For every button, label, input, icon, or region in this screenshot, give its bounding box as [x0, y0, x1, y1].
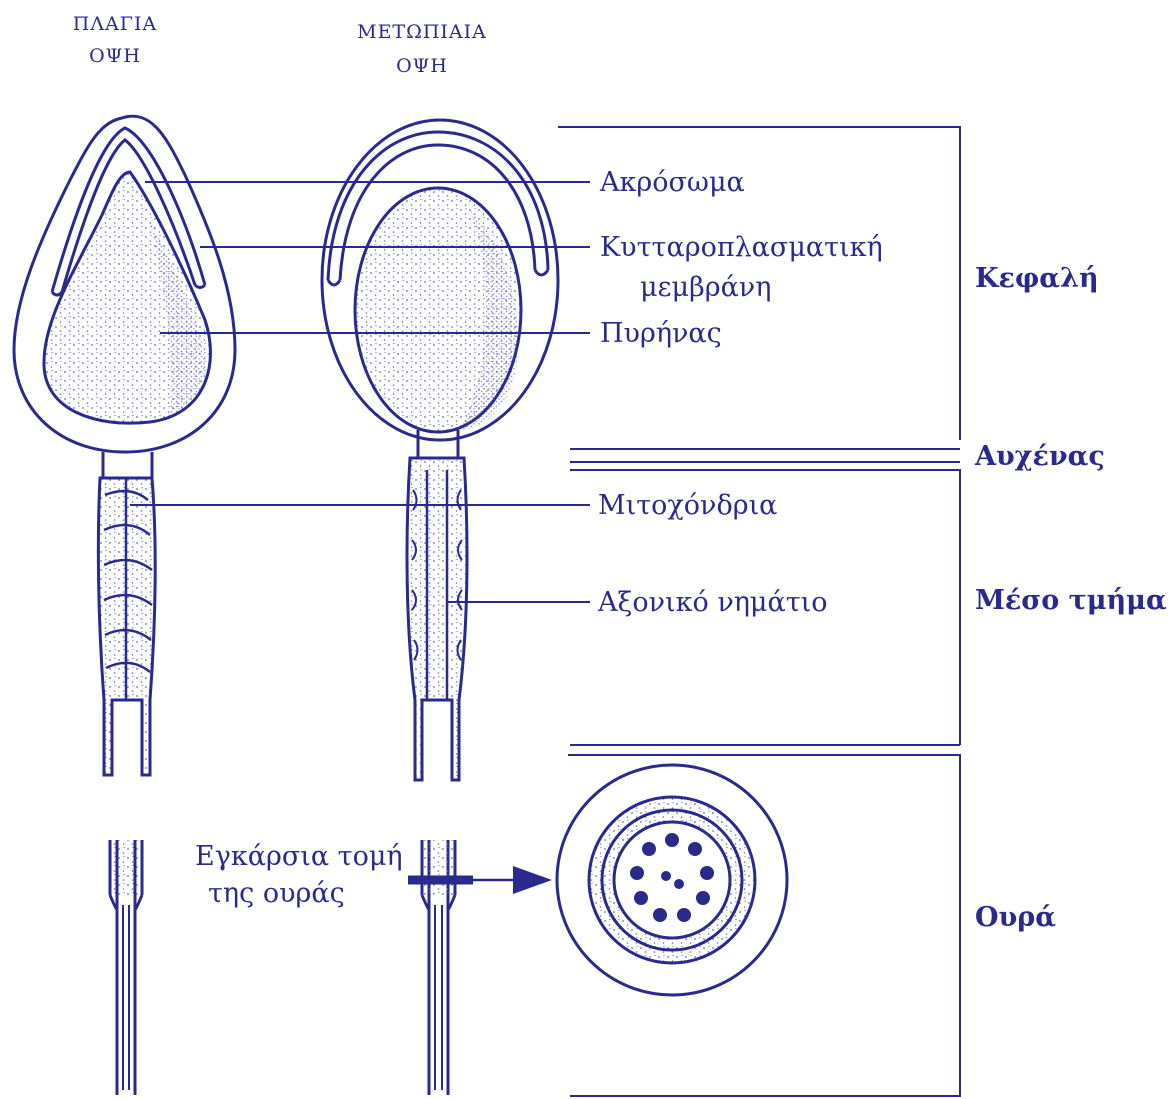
- frontal-view-title: ΜΕΤΩΠΙΑΙΑ ΟΨΗ: [357, 21, 487, 77]
- lateral-view-sperm: [14, 116, 235, 1095]
- mitochondria-label: Μιτοχόνδρια: [598, 490, 777, 521]
- neck-region-label: Αυχένας: [974, 441, 1105, 472]
- cross-section-label-line2: της ουράς: [208, 878, 345, 909]
- lateral-view-title-line1: ΠΛΑΓΙΑ: [73, 13, 157, 35]
- membrane-label-line2: μεμβράνη: [640, 272, 771, 303]
- region-labels: Κεφαλή Αυχένας Μέσο τμήμα Ουρά: [974, 263, 1167, 933]
- arrowhead-icon: [513, 866, 552, 894]
- axoneme-label: Αξονικό νημάτιο: [597, 587, 828, 618]
- nucleus-label: Πυρήνας: [600, 318, 722, 349]
- cross-section-label-line1: Εγκάρσια τομή: [195, 841, 403, 872]
- tail-region-label: Ουρά: [975, 902, 1056, 933]
- acrosome-label: Ακρόσωμα: [599, 167, 745, 198]
- membrane-label-line1: Κυτταροπλασματική: [600, 232, 883, 263]
- head-region-label: Κεφαλή: [975, 263, 1099, 294]
- midpiece-region-label: Μέσο τμήμα: [975, 585, 1167, 616]
- lateral-view-title: ΠΛΑΓΙΑ ΟΨΗ: [73, 13, 157, 67]
- tail-cross-section: [557, 765, 787, 995]
- part-labels: Ακρόσωμα Κυτταροπλασματική μεμβράνη Πυρή…: [195, 167, 883, 909]
- frontal-view-sperm: [322, 120, 558, 1095]
- frontal-view-title-line1: ΜΕΤΩΠΙΑΙΑ: [357, 21, 487, 43]
- neck-bracket: [570, 449, 960, 462]
- lateral-view-title-line2: ΟΨΗ: [89, 45, 141, 67]
- frontal-view-title-line2: ΟΨΗ: [396, 55, 448, 77]
